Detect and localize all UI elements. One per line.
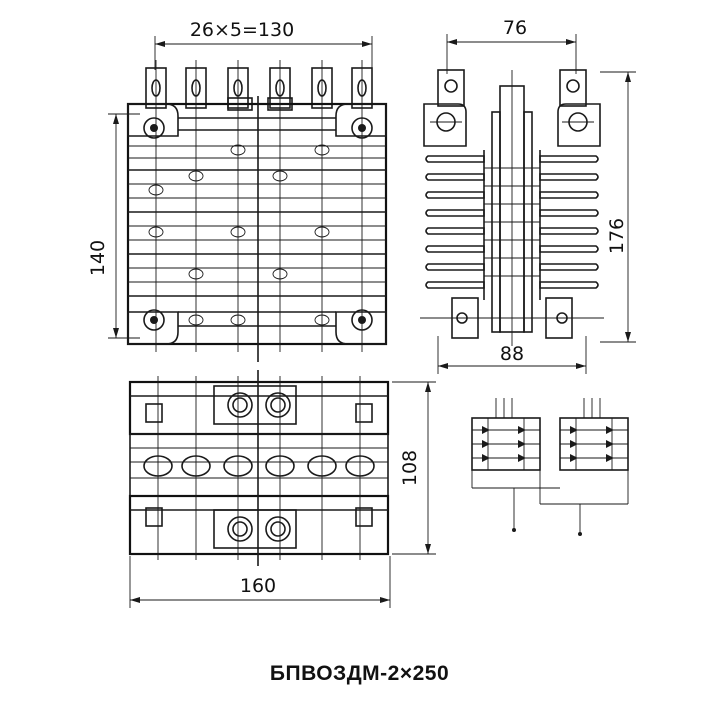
side-view: 76: [420, 17, 636, 374]
dim-side-base: 88: [500, 343, 524, 365]
bottom-view: 108 160: [128, 370, 436, 608]
dim-side-width: 76: [503, 17, 527, 39]
dim-top-width: 26×5=130: [190, 19, 294, 41]
corner-brackets: [127, 103, 387, 345]
dim-bottom-height: 108: [399, 450, 421, 486]
model-caption: БПВОЗДМ-2×250: [269, 662, 450, 685]
dim-side-height: 176: [606, 218, 628, 254]
dim-bottom-width: 160: [240, 575, 276, 597]
front-view: 26×5=130: [87, 19, 388, 362]
vertical-studs: [155, 60, 363, 362]
fin-holes: [148, 144, 330, 326]
fins-left: [425, 150, 485, 300]
circuit-schematic: [471, 398, 629, 536]
cooling-fins-front: [128, 117, 386, 327]
dim-left-height: 140: [87, 240, 109, 276]
fins-right: [539, 150, 599, 300]
